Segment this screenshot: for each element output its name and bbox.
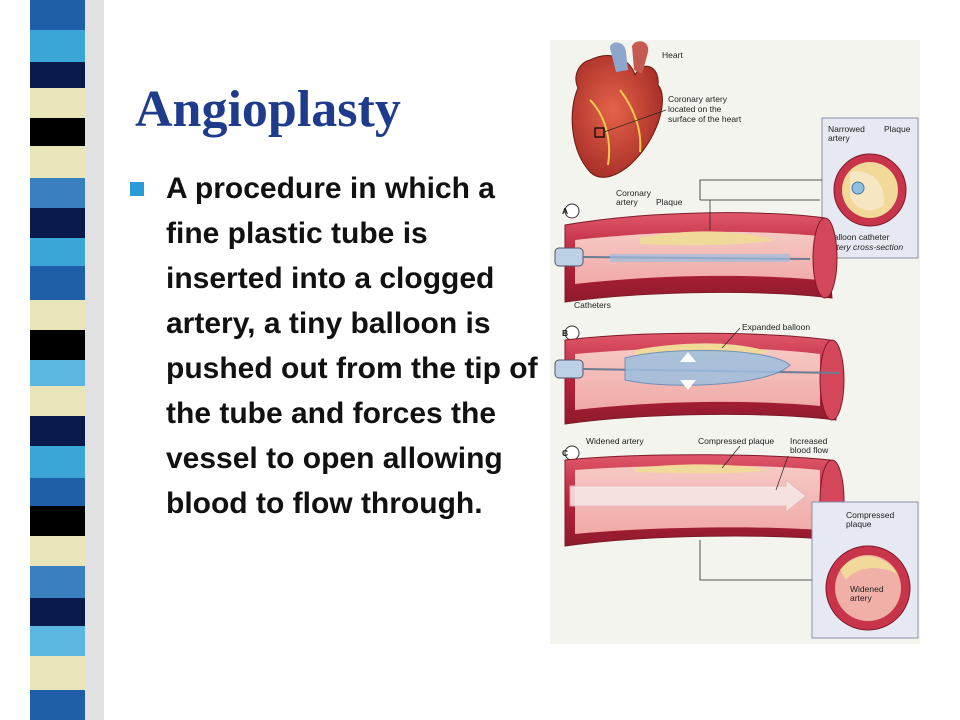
stripe-blocks xyxy=(30,0,85,720)
step-a-label: A xyxy=(562,206,568,216)
label-increased-2: blood flow xyxy=(790,445,829,455)
step-c-label: C xyxy=(562,448,568,458)
label-catheters: Catheters xyxy=(574,300,611,310)
label-heart: Heart xyxy=(662,50,683,60)
decorative-stripe xyxy=(0,0,110,720)
label-narrowed-2: artery xyxy=(828,133,850,143)
label-narrowed-1: Narrowed xyxy=(828,124,865,134)
slide-title: Angioplasty xyxy=(135,81,401,138)
label-coronary-surface-3: surface of the heart xyxy=(668,114,742,124)
label-coronary-2: artery xyxy=(616,197,638,207)
label-widened-artery: Widened artery xyxy=(586,436,644,446)
label-widened-2: artery xyxy=(850,593,872,603)
cross-section-panel-bottom xyxy=(811,501,919,639)
bullet-text: A procedure in which a fine plastic tube… xyxy=(166,172,538,520)
step-b-label: B xyxy=(562,328,568,338)
label-plaque-a: Plaque xyxy=(656,197,683,207)
artery-step-a xyxy=(554,203,838,303)
label-compressed-plaque: Compressed plaque xyxy=(698,436,774,446)
label-balloon-catheter: Balloon catheter xyxy=(828,232,890,242)
label-expanded-balloon: Expanded balloon xyxy=(742,322,810,332)
label-widened-1: Widened xyxy=(850,584,884,594)
label-coronary-1: Coronary xyxy=(616,188,652,198)
label-coronary-surface-2: located on the xyxy=(668,104,722,114)
label-compressed-2: plaque xyxy=(846,519,872,529)
bullet-item: A procedure in which a fine plastic tube… xyxy=(130,166,540,526)
label-coronary-surface-1: Coronary artery xyxy=(668,94,728,104)
angioplasty-illustration: Heart Coronary artery located on the sur… xyxy=(550,40,920,644)
label-cross-section: Artery cross-section xyxy=(827,242,903,252)
artery-step-c xyxy=(564,445,845,547)
artery-step-b xyxy=(554,325,845,425)
label-compressed-1: Compressed xyxy=(846,510,894,520)
square-bullet-icon xyxy=(130,182,144,196)
label-plaque-top: Plaque xyxy=(884,124,911,134)
label-increased-1: Increased xyxy=(790,436,828,446)
cross-section-panel-top xyxy=(821,117,919,259)
